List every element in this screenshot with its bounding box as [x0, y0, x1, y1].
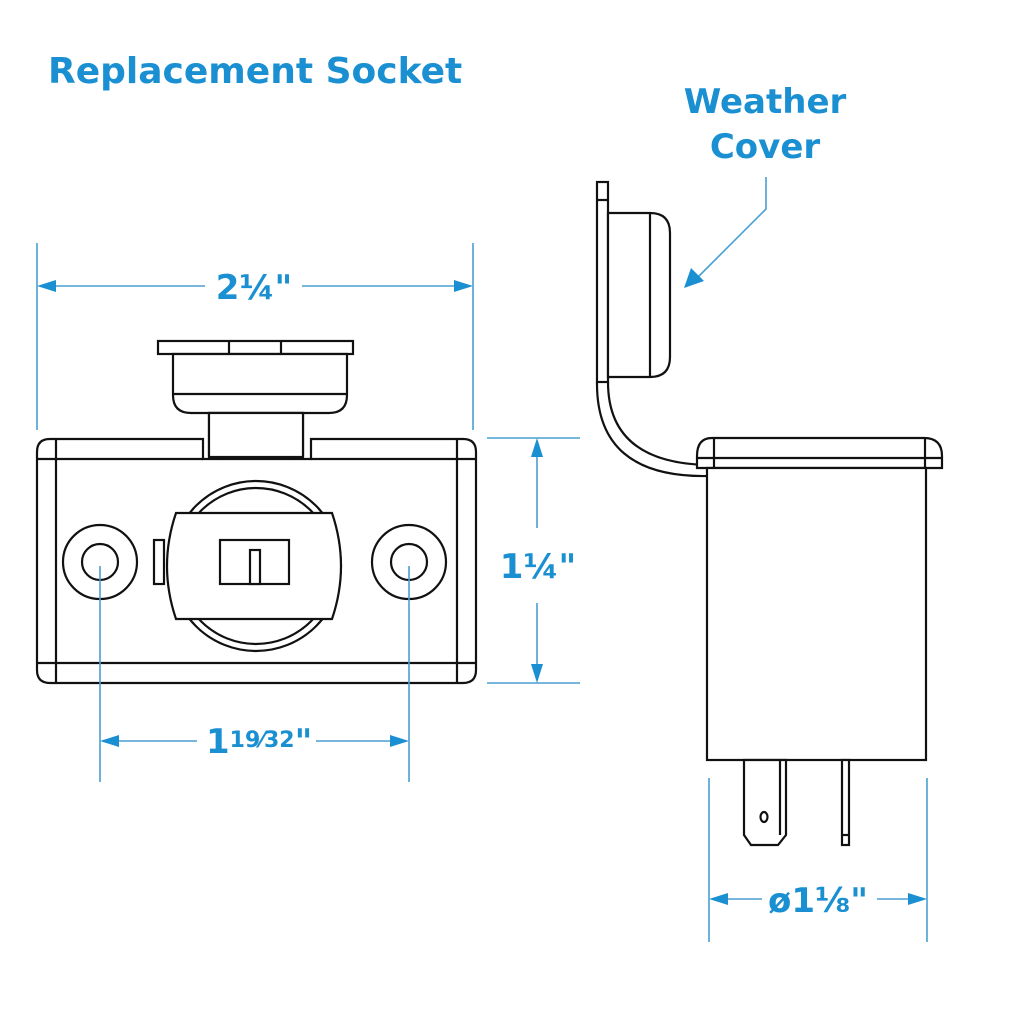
- weather-cover-callout: Weather Cover: [684, 82, 847, 288]
- dimension-label-width: 2¼": [216, 268, 293, 308]
- socket-rim: [695, 436, 944, 470]
- terminal-wide: [742, 758, 788, 847]
- hole-spacing-whole: 1: [206, 722, 230, 762]
- svg-text:119⁄32": 119⁄32": [206, 722, 312, 762]
- dimension-overall-width: 2¼": [36, 243, 474, 430]
- callout-line-2: Cover: [710, 127, 821, 167]
- socket-side-view: [595, 180, 944, 847]
- hole-spacing-suffix: ": [295, 722, 313, 762]
- dimension-diameter: ø1⅛": [708, 778, 928, 942]
- dimension-height: 1¼": [487, 437, 580, 684]
- callout-line-1: Weather: [684, 82, 847, 122]
- cap-flange: [156, 339, 355, 356]
- socket-body: [705, 466, 928, 762]
- side-tab: [152, 538, 166, 586]
- diagram-title: Replacement Socket: [48, 51, 462, 92]
- callout-arrow-icon: [684, 268, 704, 288]
- dimension-label-height: 1¼": [500, 547, 577, 587]
- socket-front-view: [35, 339, 478, 685]
- hole-spacing-fraction: 19⁄32: [230, 728, 295, 753]
- terminal-narrow: [840, 758, 851, 847]
- dimension-label-diameter: ø1⅛": [768, 881, 868, 921]
- dimension-hole-spacing: 119⁄32": [99, 566, 410, 782]
- weather-cover: [595, 180, 709, 478]
- cap-body: [171, 352, 349, 415]
